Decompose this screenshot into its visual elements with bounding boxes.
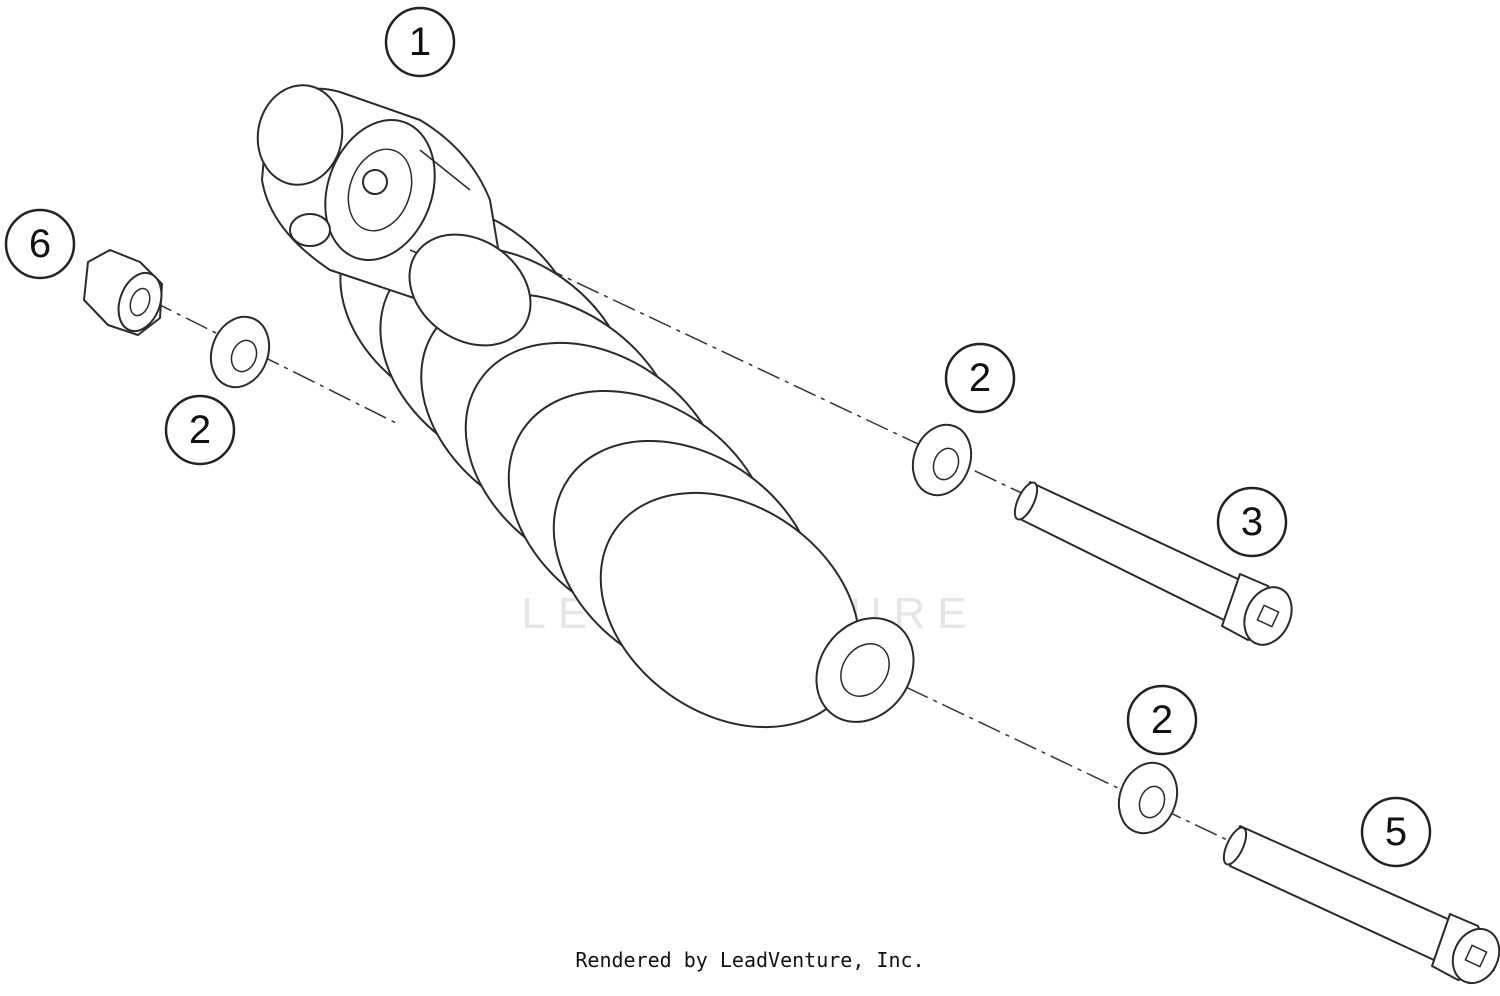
callout-2-upper-right-label: 2 bbox=[969, 356, 991, 400]
render-credit: Rendered by LeadVenture, Inc. bbox=[575, 948, 925, 972]
callout-2-lower-right: 2 bbox=[1126, 684, 1198, 756]
washer-lower-right bbox=[1117, 761, 1179, 835]
callout-2-lower-right-label: 2 bbox=[1151, 698, 1173, 742]
nut bbox=[83, 249, 163, 336]
callout-1-label: 1 bbox=[409, 20, 431, 64]
callout-2-upper-right: 2 bbox=[944, 342, 1016, 414]
callout-2-left: 2 bbox=[164, 394, 236, 466]
shock-absorber bbox=[256, 84, 915, 729]
callout-2-left-label: 2 bbox=[189, 408, 211, 452]
callout-5-label: 5 bbox=[1385, 810, 1407, 854]
callout-5: 5 bbox=[1360, 796, 1432, 868]
callout-3: 3 bbox=[1216, 486, 1288, 558]
callout-1: 1 bbox=[384, 6, 456, 78]
upper-bolt bbox=[1013, 481, 1293, 646]
washer-upper-right bbox=[911, 423, 973, 497]
nut-axis-line bbox=[149, 299, 401, 426]
lower-mount-eye bbox=[815, 617, 915, 723]
lower-bolt bbox=[1222, 825, 1500, 985]
callout-6: 6 bbox=[4, 208, 76, 280]
callout-6-label: 6 bbox=[29, 222, 51, 266]
shock-top-body bbox=[256, 84, 532, 347]
callout-3-label: 3 bbox=[1241, 500, 1263, 544]
washer-left bbox=[209, 315, 271, 389]
